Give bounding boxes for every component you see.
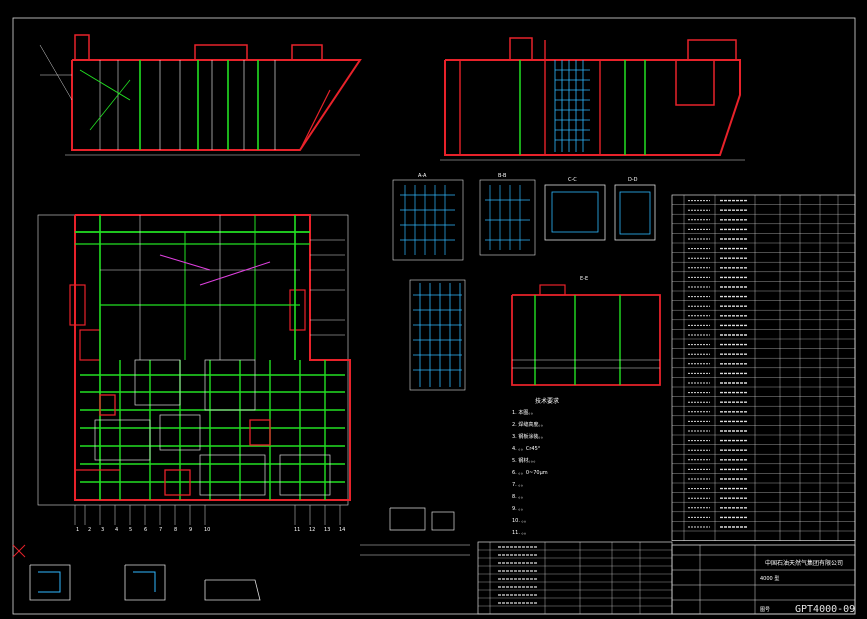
part-callout-number: 4 (115, 527, 118, 533)
bottom-detail-views (12, 507, 470, 601)
section-c-label: C-C (568, 177, 577, 183)
detail-section-a: A-A (392, 173, 464, 261)
note-10: 10. 。。 (512, 518, 529, 524)
part-callout-number: 14 (339, 527, 345, 533)
section-d-label: D-D (628, 177, 638, 183)
part-callout-number: 11 (294, 527, 300, 533)
note-9: 9. 。。 (512, 506, 526, 512)
note-5: 5. 钢材。。。 (512, 457, 538, 464)
part-callout-number: 12 (309, 527, 315, 533)
front-elevation-view (39, 34, 362, 156)
part-callout-number: 6 (144, 527, 147, 533)
rebar-grid-detail (409, 279, 466, 391)
note-3: 3. 钢板涂装。。 (512, 433, 546, 440)
note-6: 6. 。。0~70μm (512, 470, 548, 476)
note-2: 2. 焊缝高度。。 (512, 421, 546, 428)
part-callout-number: 2 (88, 527, 91, 533)
section-a-label: A-A (418, 173, 427, 179)
company-name: 中国石油天然气集团有限公司 (765, 559, 843, 567)
drawing-number: GPT4000-09 (795, 604, 855, 615)
side-elevation-view (440, 37, 745, 161)
note-8: 8. 。。 (512, 494, 526, 500)
part-callout-number: 8 (174, 527, 177, 533)
part-callout-number: 10 (204, 527, 210, 533)
detail-section-d: D-D (614, 177, 656, 241)
part-callout-number: 9 (189, 527, 192, 533)
drawing-subtitle: 4000 型 (760, 575, 779, 582)
part-callout-number: 1 (76, 527, 79, 533)
technical-notes: 技术要求 1. 本图。。 2. 焊缝高度。。 3. 钢板涂装。。 4. 。。Cr… (512, 397, 559, 536)
detail-section-c: C-C (544, 177, 606, 241)
note-4: 4. 。。Cr45° (512, 446, 541, 452)
title-block: 中国石油天然气集团有限公司 4000 型 图号 GPT4000-09 (671, 544, 856, 615)
section-e-label: E-E (580, 276, 588, 282)
note-11: 11. 。。 (512, 530, 529, 536)
bottom-parts-table (477, 541, 673, 615)
part-callout-number: 7 (159, 527, 162, 533)
part-callout-number: 13 (324, 527, 330, 533)
part-callout-number: 3 (101, 527, 104, 533)
section-b-label: B-B (498, 173, 507, 179)
detail-section-e: E-E (511, 276, 661, 386)
detail-section-b: B-B (479, 173, 536, 256)
note-1: 1. 本图。。 (512, 409, 536, 416)
plan-view (37, 214, 351, 525)
parts-list-table (671, 194, 856, 541)
notes-title: 技术要求 (535, 397, 559, 405)
note-7: 7. 。。 (512, 482, 526, 488)
part-callout-number: 5 (129, 527, 132, 533)
drawing-number-label: 图号 (760, 607, 770, 613)
